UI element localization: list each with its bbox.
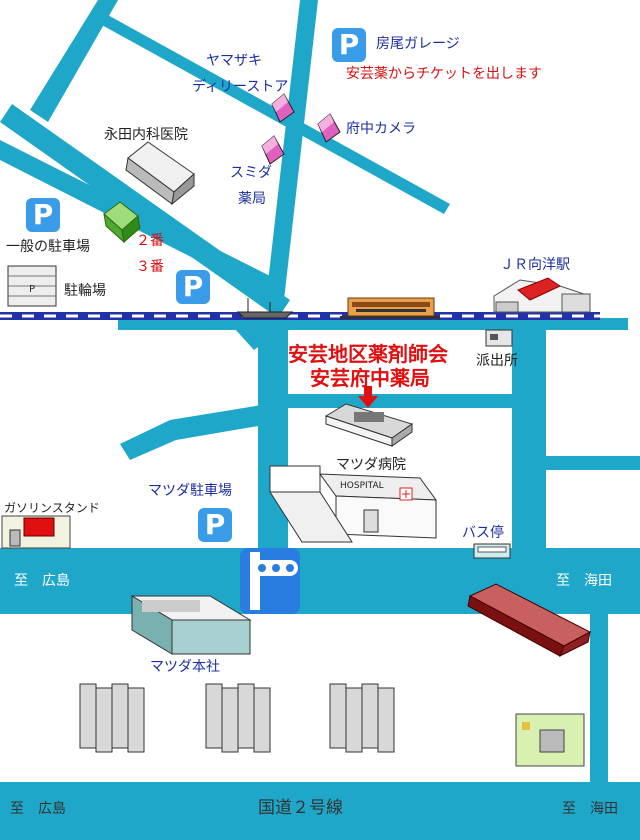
koban-label: 派出所 — [476, 353, 518, 369]
railway — [0, 312, 600, 320]
spot-number-2: ２番 — [136, 233, 164, 249]
mazda-hq-building — [130, 595, 252, 655]
ticket-note-label: 安芸薬からチケットを出します — [346, 66, 542, 82]
jr-station-building — [493, 277, 591, 313]
dark-red-building — [467, 583, 592, 658]
mazda-hq-label: マツダ本社 — [150, 659, 220, 675]
nagata-clinic-building — [125, 141, 195, 206]
mazda-parking-label: マツダ駐車場 — [148, 483, 232, 499]
bus-stop-label: バス停 — [462, 525, 504, 541]
nagata-clinic-label: 永田内科医院 — [104, 127, 188, 143]
route-2-label: 国道２号線 — [258, 798, 343, 818]
svg-text:P: P — [29, 284, 35, 295]
park-block — [515, 713, 585, 767]
to-kaita-label-upper: 至 海田 — [556, 573, 612, 589]
bus-icon — [473, 543, 511, 559]
pharmacy-name-title: 安芸府中薬局 — [310, 366, 430, 390]
fuchu-camera-label: 府中カメラ — [346, 121, 416, 137]
gas-station-building — [1, 515, 71, 549]
train-icon — [340, 297, 440, 319]
spot-number-3: ３番 — [136, 259, 164, 275]
yamazaki-label-2: ディリーストア — [192, 79, 289, 95]
mazda-hospital-label: マツダ病院 — [336, 457, 406, 473]
location-arrow-icon — [358, 386, 378, 408]
fusao-garage-label: 房尾ガレージ — [376, 36, 460, 52]
parking-badge-station: P — [176, 270, 210, 304]
police-box-building — [485, 329, 513, 347]
to-hiroshima-label-upper: 至 広島 — [14, 573, 70, 589]
aki-fuchu-pharmacy-building — [324, 403, 414, 447]
bus-stop-sign — [240, 548, 300, 614]
gas-station-label: ガソリンスタンド — [4, 501, 100, 515]
green-building — [103, 201, 141, 244]
boat-icon — [236, 298, 294, 319]
jr-station-label: ＪＲ向洋駅 — [500, 257, 570, 273]
mazda-hospital-building — [269, 465, 438, 543]
general-parking-label: 一般の駐車場 — [6, 239, 90, 255]
bicycle-parking-label: 駐輪場 — [64, 283, 106, 299]
sumida-pharmacy-building — [261, 135, 285, 165]
sumida-label-1: スミダ — [230, 165, 272, 181]
sumida-label-2: 薬局 — [238, 191, 266, 207]
bicycle-parking-building: P — [7, 265, 57, 307]
parking-badge-general: P — [26, 198, 60, 232]
hospital-sign-text: HOSPITAL — [340, 481, 384, 491]
parking-badge-mazda: P — [198, 508, 232, 542]
mazda-factory-blocks — [79, 683, 395, 753]
parking-badge-fusao: P — [332, 28, 366, 62]
fuchu-camera-building — [317, 113, 341, 143]
yamazaki-label-1: ヤマザキ — [206, 53, 262, 69]
yamazaki-store-building — [271, 93, 295, 123]
to-hiroshima-label-lower: 至 広島 — [10, 801, 66, 817]
to-kaita-label-lower: 至 海田 — [562, 801, 618, 817]
pharmacy-association-title: 安芸地区薬剤師会 — [288, 342, 448, 366]
